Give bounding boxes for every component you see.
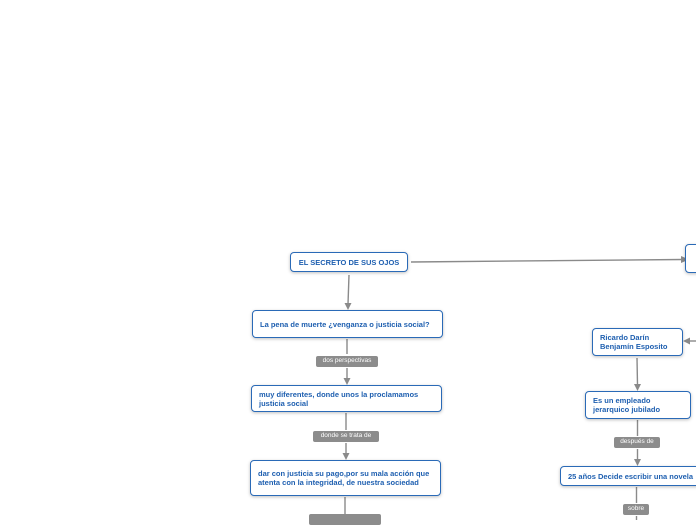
tag-perspectivas-text: dos perspectivas <box>322 357 372 364</box>
node-anos-text: 25 años Decide escribir una novela <box>568 471 694 481</box>
node-justicia-text: dar con justicia su pago,por su mala acc… <box>258 469 430 487</box>
node-pena-text: La pena de muerte ¿venganza o justicia s… <box>260 319 430 329</box>
node-diferentes-text: muy diferentes, donde unos la proclamamo… <box>259 389 419 408</box>
tag-despues-text: después de <box>620 438 654 445</box>
tag-dos-perspectivas[interactable]: dos perspectivas <box>316 356 378 367</box>
arrowhead <box>683 337 690 345</box>
node-ricardo-text: Ricardo Darín Benjamín Esposito <box>600 333 668 351</box>
arrowhead <box>344 303 352 310</box>
tag-sobre[interactable]: sobre <box>623 504 649 515</box>
arrowhead <box>634 384 641 391</box>
node-title-text: EL SECRETO DE SUS OJOS <box>298 257 400 267</box>
node-empleado-text: Es un empleado jerarquico jubilado <box>593 396 661 414</box>
node-right-edge[interactable] <box>685 244 696 273</box>
tag-sobre-text: sobre <box>627 505 645 512</box>
node-25-anos[interactable]: 25 años Decide escribir una novela <box>560 466 696 486</box>
node-pena-de-muerte[interactable]: La pena de muerte ¿venganza o justicia s… <box>252 310 443 338</box>
tag-donde-se-trata-de[interactable]: donde se trata de <box>313 431 379 442</box>
connector-ricardo-empleado <box>636 357 639 386</box>
arrowhead <box>343 378 351 385</box>
arrowhead <box>342 453 350 460</box>
node-muy-diferentes[interactable]: muy diferentes, donde unos la proclamamo… <box>251 385 442 412</box>
tag-trata-text: donde se trata de <box>320 432 372 439</box>
node-ricardo-darin[interactable]: Ricardo Darín Benjamín Esposito <box>592 328 683 356</box>
node-empleado-jubilado[interactable]: Es un empleado jerarquico jubilado <box>585 391 691 419</box>
connector-title-right <box>410 258 684 263</box>
tag-despues-de[interactable]: después de <box>614 437 660 448</box>
connector-title-pena <box>347 274 350 305</box>
node-title[interactable]: EL SECRETO DE SUS OJOS <box>290 252 408 272</box>
node-dar-con-justicia[interactable]: dar con justicia su pago,por su mala acc… <box>250 460 441 496</box>
arrowhead <box>634 459 641 466</box>
